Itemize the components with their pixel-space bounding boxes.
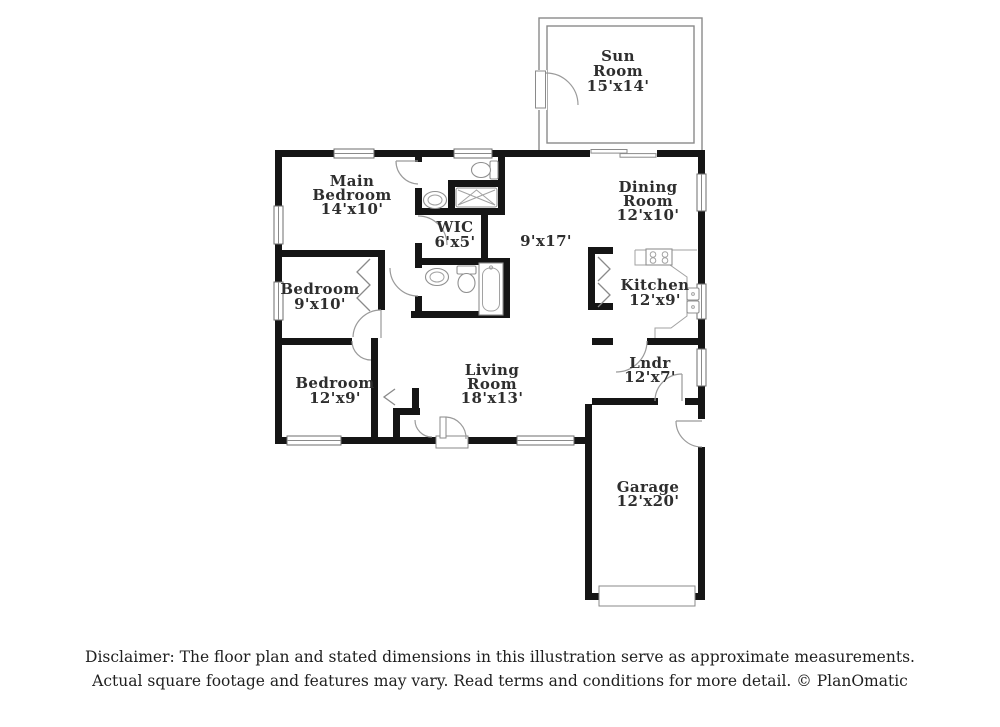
label-wic: WIC [435, 218, 473, 236]
label-garage: Garage [617, 478, 680, 496]
door-wic [414, 215, 448, 246]
disclaimer-line1: Disclaimer: The floor plan and stated di… [85, 648, 915, 666]
kitchen-sink [686, 287, 700, 314]
door-garage-side [675, 419, 706, 448]
interior-walls [275, 157, 705, 444]
window-bedroom3-bottom [286, 435, 342, 446]
garage-door [598, 585, 696, 607]
label-dining-room: Dining [618, 178, 677, 196]
windows [273, 148, 707, 446]
room-labels: Sun Room 15'x14' Main Bedroom 14'x10' Di… [280, 47, 689, 510]
door-sunroom [534, 70, 579, 110]
dims-bedroom3: 12'x9' [309, 389, 361, 407]
doors [351, 70, 706, 607]
window-bedroom2-left [273, 281, 284, 321]
label-main-bedroom-2: Bedroom [312, 186, 391, 204]
disclaimer: Disclaimer: The floor plan and stated di… [0, 646, 1000, 693]
bifold-pantry-upper [597, 256, 611, 282]
window-bath-top [453, 148, 493, 159]
bifold-pantry-lower [597, 282, 611, 308]
bifold-hall-closet [382, 388, 396, 406]
toilet-ensuite [470, 160, 499, 180]
window-main-bedroom-left [273, 205, 284, 245]
door-bedroom2 [352, 309, 382, 339]
shower [455, 187, 498, 208]
bifold-doors [356, 256, 611, 406]
label-sun-room-2: Room [593, 62, 643, 80]
sink-hall-bath [424, 267, 450, 287]
dims-sun-room: 15'x14' [587, 77, 650, 95]
window-main-bedroom-top [333, 148, 375, 159]
dims-main-bedroom: 14'x10' [321, 200, 384, 218]
label-living-room-2: Room [467, 375, 517, 393]
dims-dining-room: 12'x10' [617, 206, 680, 224]
door-laundry-garage [654, 373, 685, 406]
fixtures [422, 160, 700, 338]
sliding-door-sunroom [590, 149, 657, 158]
dims-laundry: 12'x7' [624, 368, 676, 386]
label-laundry: Lndr [629, 354, 671, 372]
label-bedroom2: Bedroom [280, 280, 359, 298]
door-entry-closet [414, 419, 433, 438]
label-main-bedroom: Main [330, 172, 375, 190]
label-kitchen: Kitchen [621, 276, 690, 294]
door-ensuite-bath [395, 160, 423, 188]
window-living-bottom [516, 435, 575, 446]
dims-garage: 12'x20' [617, 492, 680, 510]
label-living-room: Living [465, 361, 520, 379]
toilet-hall-bath [456, 265, 477, 294]
dims-wic: 6'x5' [434, 233, 475, 251]
stove [645, 248, 673, 266]
front-door [435, 416, 469, 449]
dims-hall: 9'x17' [520, 232, 572, 250]
window-dining-right [696, 173, 707, 212]
disclaimer-line2: Actual square footage and features may v… [92, 671, 908, 690]
dims-bedroom2: 9'x10' [294, 295, 346, 313]
bifold-bedroom2-closet [356, 258, 371, 312]
dims-kitchen: 12'x9' [629, 291, 681, 309]
door-hall-bath [389, 267, 423, 297]
door-laundry-top [613, 337, 648, 373]
dims-living-room: 18'x13' [461, 389, 524, 407]
label-bedroom3: Bedroom [295, 374, 374, 392]
door-bedroom3 [351, 337, 372, 361]
bathtub [478, 262, 504, 316]
window-laundry-right [696, 348, 707, 387]
sink-ensuite [422, 190, 448, 210]
label-sun-room: Sun [601, 47, 635, 65]
label-dining-room-2: Room [623, 192, 673, 210]
